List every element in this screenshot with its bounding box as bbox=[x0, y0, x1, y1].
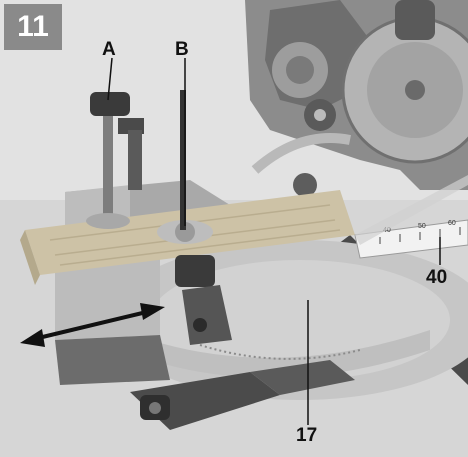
step-number-badge: 11 bbox=[4, 4, 62, 50]
clamp-a bbox=[86, 92, 144, 229]
scale-mark-3: 60 bbox=[448, 220, 456, 227]
callout-a: A bbox=[102, 39, 116, 60]
miter-scale: 40 50 60 bbox=[354, 175, 468, 259]
clamp-b bbox=[157, 90, 232, 345]
slide-direction-arrow bbox=[20, 303, 165, 347]
leader-lines bbox=[107, 57, 441, 425]
saw-blade bbox=[341, 0, 468, 164]
callout-b: B bbox=[175, 39, 189, 60]
callout-40: 40 bbox=[426, 267, 448, 288]
scale-mark-1: 40 bbox=[383, 227, 391, 234]
base bbox=[130, 360, 355, 430]
callout-17: 17 bbox=[296, 425, 318, 446]
scale-mark-2: 50 bbox=[418, 223, 426, 230]
